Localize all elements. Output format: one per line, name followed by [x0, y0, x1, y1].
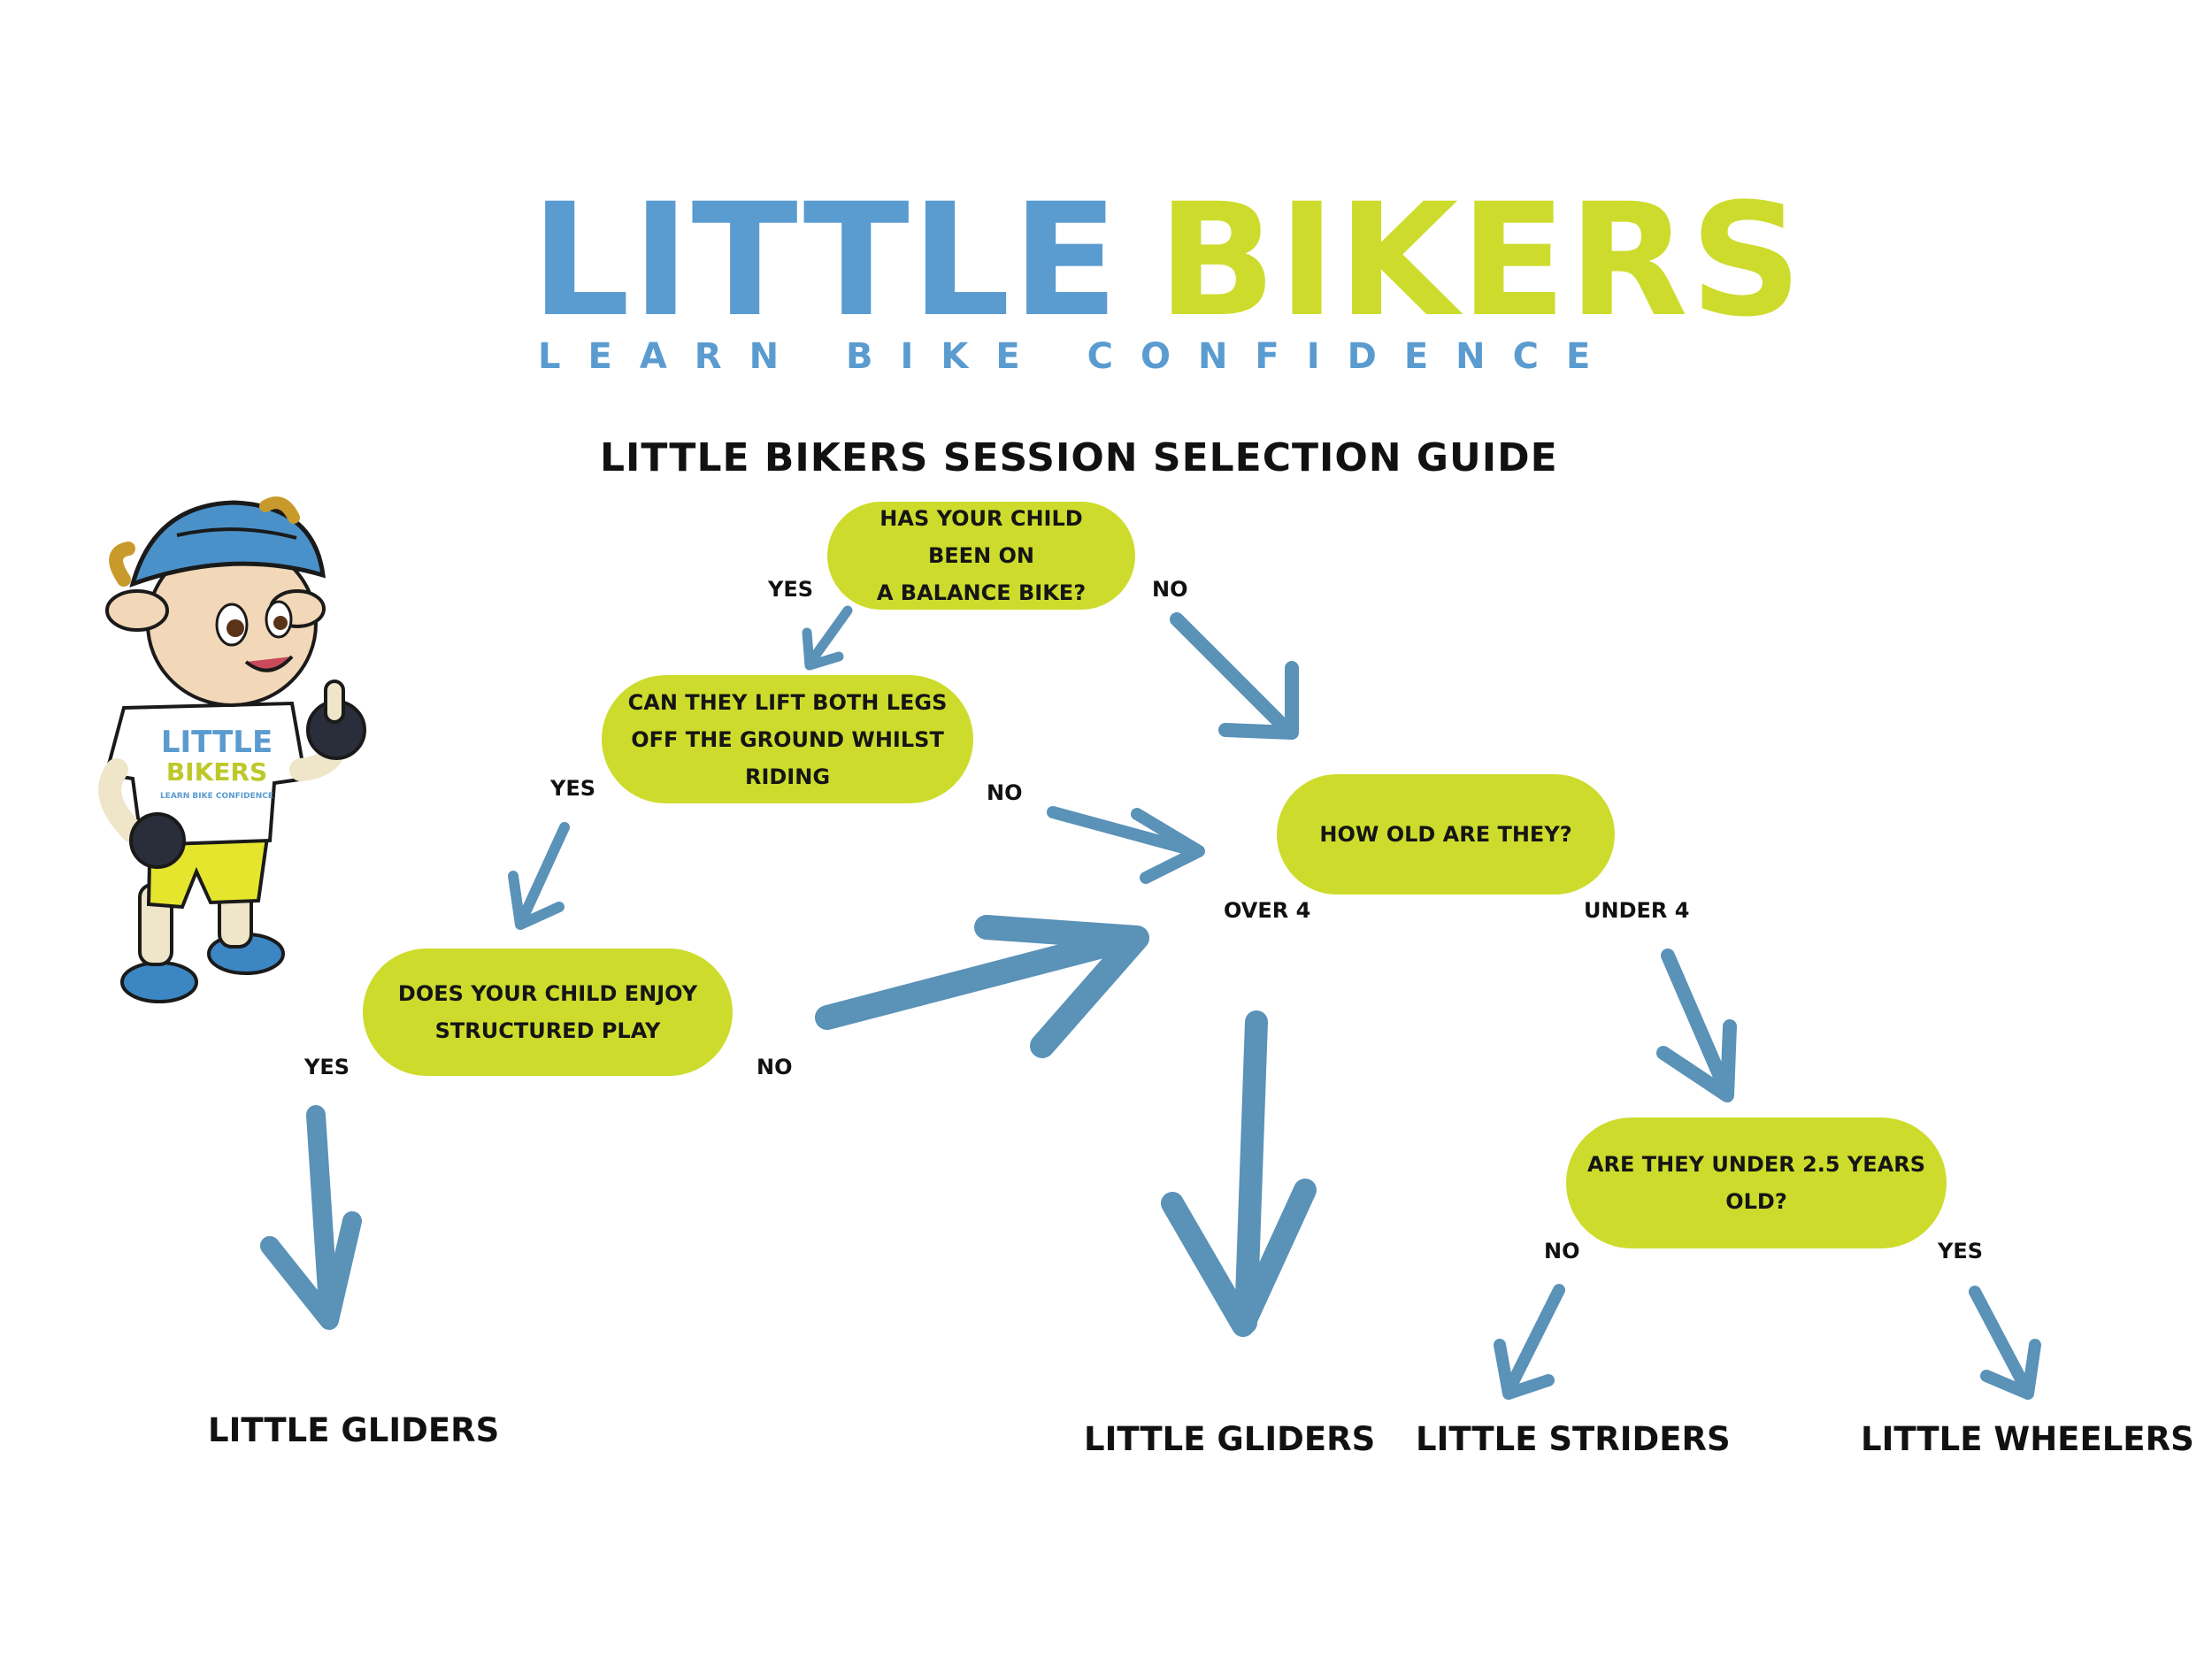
arrow-lift-no — [1047, 806, 1205, 884]
mascot-shirt-line1: LITTLE — [161, 725, 273, 760]
arrow-play-no — [815, 915, 1149, 1058]
arrow-over4 — [1161, 1010, 1317, 1337]
arrow-balance-no — [1170, 612, 1299, 740]
label-play-no: NO — [757, 1055, 793, 1079]
node-lift-legs: CAN THEY LIFT BOTH LEGS OFF THE GROUND W… — [602, 675, 973, 803]
guide-title: LITTLE BIKERS SESSION SELECTION GUIDE — [600, 435, 1558, 480]
label-young-no: NO — [1544, 1239, 1580, 1263]
label-young-yes: YES — [1938, 1239, 1984, 1263]
label-balance-yes: YES — [768, 577, 814, 602]
label-lift-yes: YES — [550, 776, 596, 801]
outcome-little-wheelers: LITTLE WHEELERS — [1861, 1420, 2194, 1458]
arrow-balance-yes — [802, 605, 853, 671]
outcome-little-striders: LITTLE STRIDERS — [1416, 1420, 1731, 1458]
label-age-under: UNDER 4 — [1584, 898, 1690, 923]
node-balance-bike: HAS YOUR CHILD BEEN ON A BALANCE BIKE? — [827, 502, 1135, 610]
mascot-shirt-line2: BIKERS — [166, 757, 267, 787]
node-under-2-5: ARE THEY UNDER 2.5 YEARS OLD? — [1566, 1118, 1947, 1248]
arrow-young-yes — [1969, 1286, 2041, 1400]
label-lift-no: NO — [987, 780, 1023, 805]
label-age-over: OVER 4 — [1224, 898, 1311, 923]
mascot-shirt-line3: LEARN BIKE CONFIDENCE — [160, 792, 273, 801]
outcome-little-gliders-center: LITTLE GLIDERS — [1084, 1420, 1376, 1458]
logo-tagline: LEARN BIKE CONFIDENCE — [538, 336, 1618, 377]
label-play-yes: YES — [304, 1055, 350, 1079]
logo-word-bikers: BIKERS — [1157, 170, 1804, 351]
arrow-lift-yes — [508, 822, 570, 930]
logo-word-little: LITTLE — [531, 170, 1121, 351]
arrow-young-no — [1494, 1284, 1565, 1400]
arrow-under4 — [1656, 949, 1737, 1102]
node-how-old: HOW OLD ARE THEY? — [1277, 774, 1615, 895]
node-structured-play: DOES YOUR CHILD ENJOY STRUCTURED PLAY — [363, 949, 733, 1076]
label-balance-no: NO — [1152, 577, 1188, 602]
arrow-play-yes — [260, 1105, 362, 1330]
outcome-little-gliders-left: LITTLE GLIDERS — [208, 1411, 500, 1449]
mascot-illustration: LITTLE BIKERS LEARN BIKE CONFIDENCE — [98, 496, 366, 1003]
